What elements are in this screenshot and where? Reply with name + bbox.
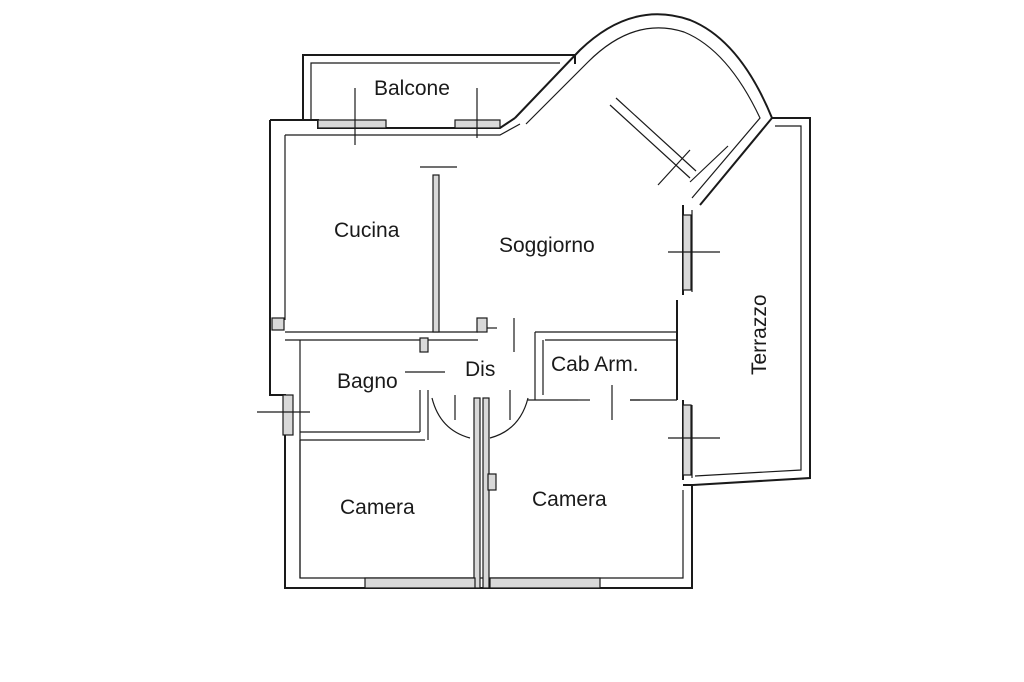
- room-label-dis: Dis: [465, 358, 495, 381]
- doors: [405, 166, 640, 439]
- windows: [257, 88, 720, 589]
- room-label-camera-left: Camera: [340, 496, 415, 519]
- room-label-balcone: Balcone: [374, 77, 450, 100]
- balcony-outline: [302, 54, 576, 120]
- terrace-outline: [692, 117, 811, 486]
- room-label-cab-arm: Cab Arm.: [551, 353, 639, 376]
- room-labels: Balcone Cucina Soggiorno Terrazzo Bagno …: [334, 77, 771, 519]
- room-label-soggiorno: Soggiorno: [499, 234, 595, 257]
- room-label-cucina: Cucina: [334, 219, 400, 242]
- room-label-terrazzo: Terrazzo: [748, 294, 771, 375]
- interior-walls: [285, 174, 677, 589]
- room-label-camera-right: Camera: [532, 488, 607, 511]
- bay-window-wing: [514, 13, 774, 206]
- room-label-bagno: Bagno: [337, 370, 398, 393]
